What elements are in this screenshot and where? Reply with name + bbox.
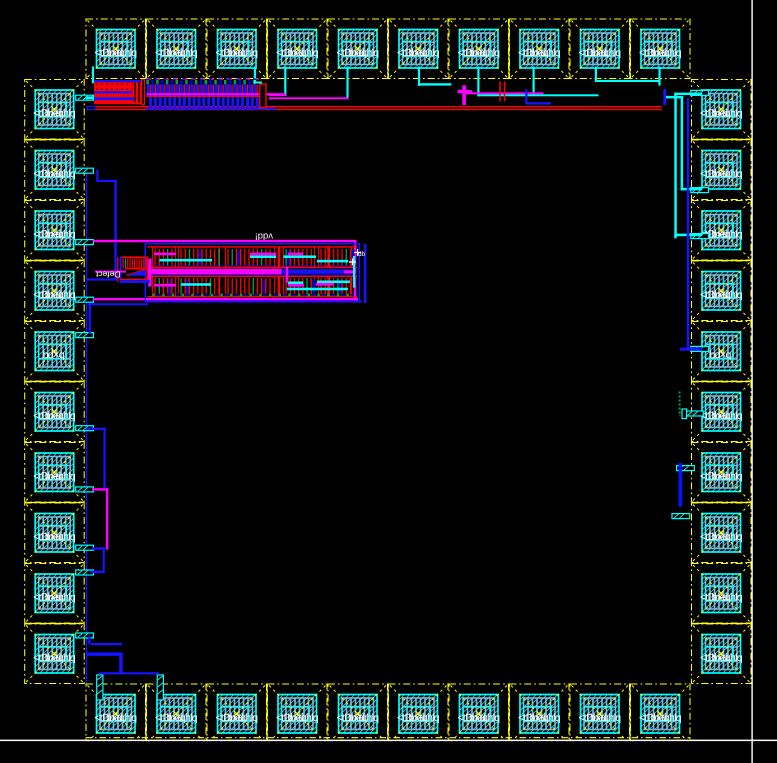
svg-text:db: db — [358, 251, 366, 258]
svg-text:Defect: Defect — [95, 270, 120, 280]
svg-text:vdd!: vdd! — [255, 231, 273, 242]
